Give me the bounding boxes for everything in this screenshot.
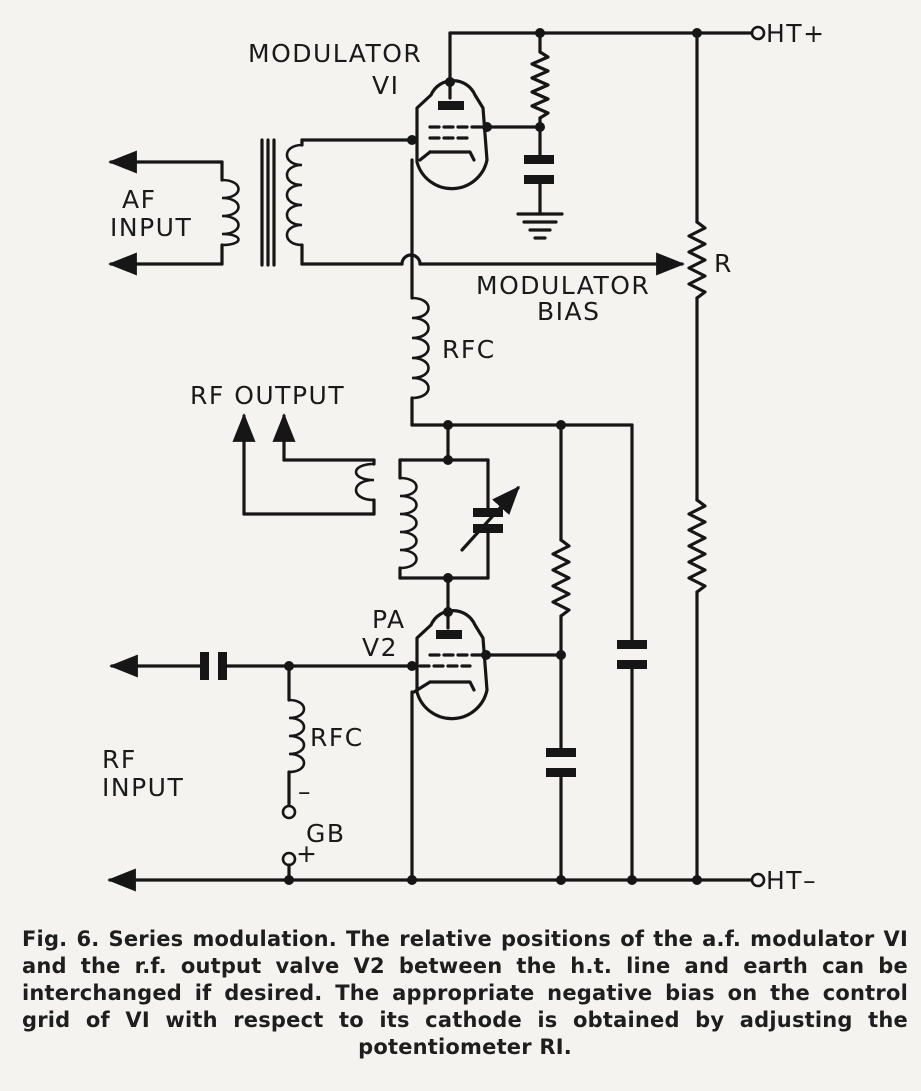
- ht-plus-rail: [448, 25, 766, 224]
- label-v2: V2: [362, 633, 398, 662]
- label-pa: PA: [372, 605, 406, 634]
- screen-bypass-capacitor-v2: [546, 748, 576, 885]
- valve-v2-pa: [407, 576, 563, 885]
- label-r: R: [714, 249, 733, 278]
- label-v1: VI: [372, 71, 399, 100]
- label-af-input: INPUT: [110, 213, 192, 242]
- tank-circuit: [398, 420, 634, 583]
- label-af: AF: [122, 185, 156, 214]
- figure-caption: Fig. 6. Series modulation. The relative …: [22, 927, 908, 1059]
- ht-plus-terminal: [750, 25, 766, 41]
- label-modulator-bias-2: BIAS: [537, 297, 601, 326]
- label-rfc-upper: RFC: [442, 335, 496, 364]
- label-rfc-lower: RFC: [310, 723, 364, 752]
- label-gb: GB: [306, 819, 346, 848]
- series-modulation-schematic: MODULATOR VI HT+ AF INPUT R MODULATOR BI…: [102, 19, 826, 895]
- rfc-upper: [410, 296, 430, 427]
- label-gb-plus: +: [296, 839, 318, 868]
- gb-plus-terminal: [281, 851, 297, 867]
- label-modulator: MODULATOR: [248, 39, 422, 68]
- label-rf-output: RF OUTPUT: [190, 381, 345, 410]
- modulator-bias-line: [300, 252, 685, 276]
- af-input-transformer: [108, 138, 414, 276]
- ht-bypass-capacitor: [617, 423, 647, 885]
- decoupling-capacitor-v1: [524, 155, 554, 214]
- rf-input-network: [109, 652, 414, 882]
- ht-minus-terminal: [750, 872, 766, 888]
- label-ht-plus: HT+: [766, 19, 826, 48]
- valve-v1-modulator: [407, 77, 542, 191]
- label-rf-input: INPUT: [102, 773, 184, 802]
- label-modulator-bias-1: MODULATOR: [476, 271, 650, 300]
- ht-minus-rail: [107, 868, 766, 892]
- rf-output-coupling: [232, 413, 376, 516]
- earth-symbol: [516, 212, 564, 240]
- label-gb-minus: –: [298, 777, 312, 806]
- screen-resistor-v2: [551, 423, 571, 750]
- gb-minus-terminal: [281, 804, 297, 820]
- potentiometer-r: [687, 220, 707, 502]
- screen-resistor-v1: [530, 50, 550, 157]
- label-ht-minus: HT–: [766, 866, 817, 895]
- lower-divider-resistor: [687, 498, 707, 885]
- label-rf: RF: [102, 745, 137, 774]
